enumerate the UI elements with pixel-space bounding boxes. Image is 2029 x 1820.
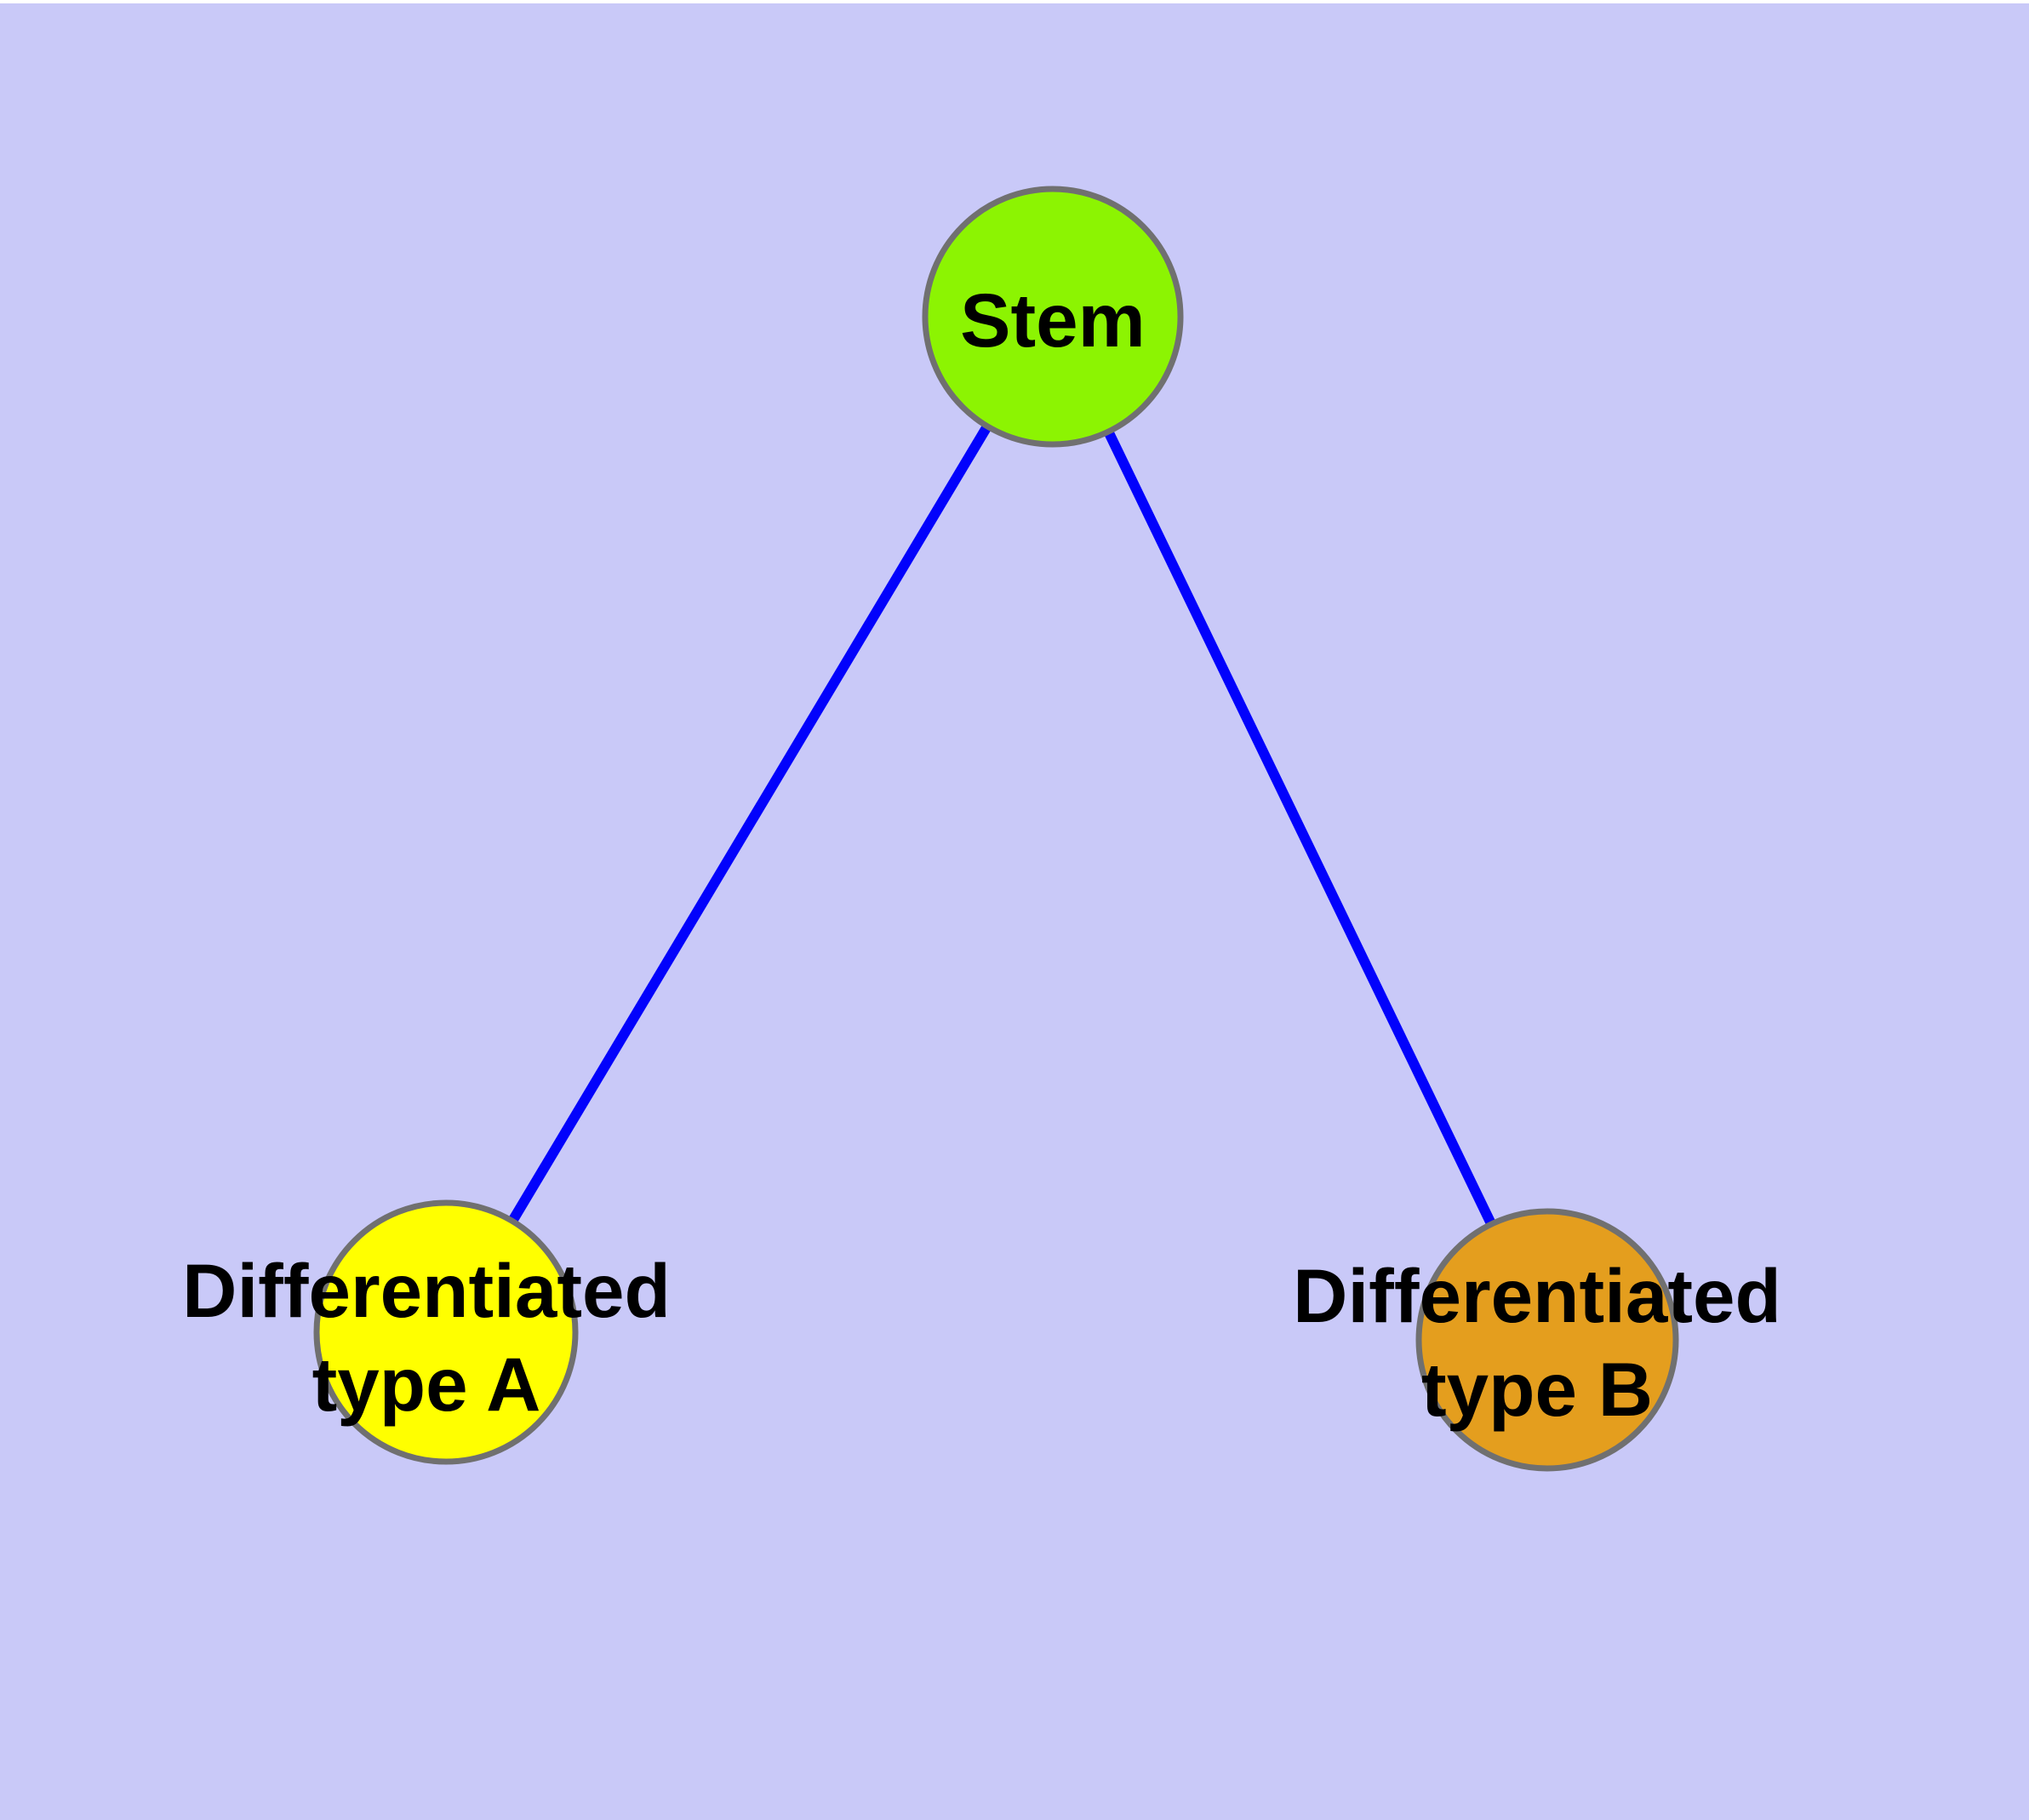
differentiated-type-b-label-line2: type B <box>1420 1347 1653 1432</box>
differentiated-type-a-label-line2: type A <box>311 1342 541 1427</box>
stem-node-circle <box>922 186 1184 448</box>
stem-node-label: Stem <box>960 273 1146 367</box>
differentiated-type-b-node-circle <box>1415 1208 1679 1472</box>
differentiated-type-b-label-line1: Differentiated <box>1293 1253 1781 1338</box>
differentiated-type-b-node-label: Differentiated type B <box>1293 1249 1781 1436</box>
edge-stem-to-type-b <box>1048 314 1552 1342</box>
differentiated-type-a-node-circle <box>313 1199 579 1465</box>
stem-node-label-text: Stem <box>960 278 1146 363</box>
differentiated-type-a-node-label: Differentiated type A <box>182 1244 671 1431</box>
edge-stem-to-type-a <box>441 313 1058 1336</box>
differentiated-type-a-label-line1: Differentiated <box>182 1248 671 1333</box>
